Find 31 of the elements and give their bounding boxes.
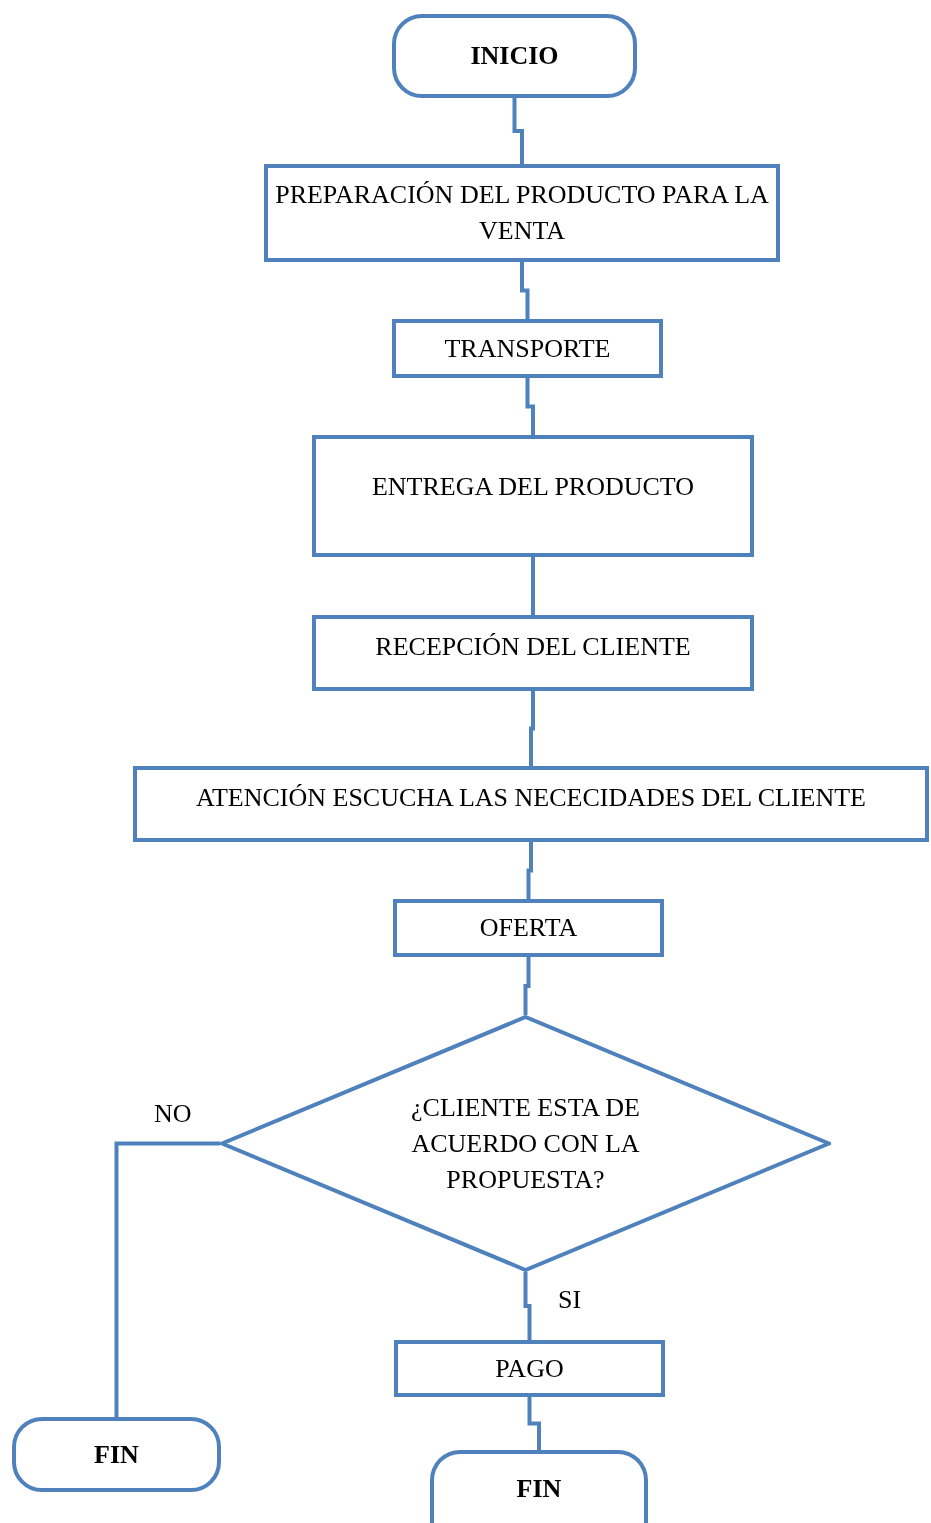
process-box — [393, 899, 664, 957]
step-label: ¿CLIENTE ESTA DE ACUERDO CON LA PROPUESTA? — [410, 1091, 641, 1196]
connector-line — [527, 1397, 541, 1450]
step-label: INICIO — [470, 40, 559, 72]
connector-line — [529, 691, 535, 766]
connector-line — [523, 957, 531, 1015]
step-label: ENTREGA DEL PRODUCTO — [371, 471, 695, 503]
connector-line — [523, 1272, 532, 1340]
step-label: RECEPCIÓN DEL CLIENTE — [375, 631, 691, 663]
process-box — [312, 435, 754, 557]
process-box — [264, 164, 780, 262]
connector-line — [520, 262, 530, 319]
step-label: FIN — [516, 1472, 562, 1505]
step-label: PAGO — [495, 1352, 564, 1385]
process-box — [394, 1340, 665, 1397]
connector-line — [526, 842, 533, 899]
connector-line — [525, 378, 535, 435]
step-label: PREPARACIÓN DEL PRODUCTO PARA LA VENTA — [274, 179, 770, 247]
process-box — [133, 766, 929, 842]
step-label: FIN — [94, 1438, 139, 1471]
process-box — [312, 615, 754, 691]
connector-line — [531, 557, 535, 615]
terminal-box — [392, 14, 637, 98]
step-label: ATENCIÓN ESCUCHA LAS NECECIDADES DEL CLIENTE — [196, 782, 866, 814]
step-label: OFERTA — [479, 912, 578, 944]
connector-line — [512, 98, 524, 164]
terminal-box — [430, 1450, 648, 1523]
process-box — [392, 319, 663, 378]
terminal-box — [12, 1417, 221, 1492]
connector-line — [114, 1141, 220, 1417]
step-label: TRANSPORTE — [444, 332, 611, 365]
